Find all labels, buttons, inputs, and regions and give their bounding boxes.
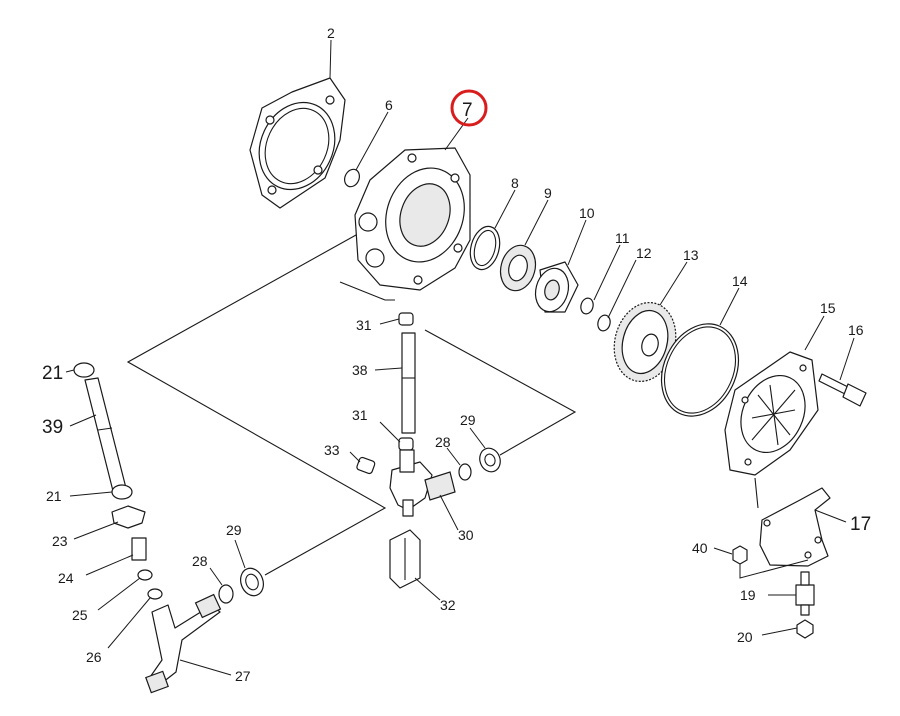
callout-8: 8 <box>511 175 519 191</box>
part-23-fitting <box>111 505 146 529</box>
part-8-oring <box>469 225 501 271</box>
callout-32: 32 <box>440 597 456 613</box>
callout-40: 40 <box>692 540 708 556</box>
callout-2: 2 <box>327 25 335 41</box>
callout-9: 9 <box>544 185 552 201</box>
part-17-bracket <box>759 487 831 567</box>
callout-21-upper: 21 <box>42 363 63 384</box>
part-26-washer <box>147 588 163 600</box>
part-31-upper-cap <box>398 312 414 326</box>
part-10-bearing <box>534 261 579 313</box>
part-2-gasket <box>249 77 346 209</box>
callout-11: 11 <box>615 230 630 246</box>
callout-31-upper: 31 <box>356 317 372 333</box>
callout-29-lower: 29 <box>226 522 242 538</box>
callout-13: 13 <box>683 247 699 263</box>
part-11-washer <box>580 297 594 315</box>
part-6-circlip <box>344 168 360 188</box>
part-7-housing <box>354 147 471 291</box>
part-28-upper-oring <box>458 463 472 481</box>
callout-33: 33 <box>324 442 340 458</box>
callout-labels: 2 6 7 8 9 10 11 12 13 14 15 16 17 19 20 … <box>42 25 871 684</box>
part-33-plug <box>356 456 376 475</box>
part-9-bearing <box>499 244 537 292</box>
callout-29-upper: 29 <box>460 412 476 428</box>
part-12-circlip <box>597 314 611 332</box>
part-25-washer <box>137 569 153 581</box>
part-24-nozzle <box>131 537 147 561</box>
part-20-nut <box>796 619 814 639</box>
part-28-lower-oring <box>218 584 234 604</box>
callout-17: 17 <box>850 514 871 535</box>
callout-6: 6 <box>385 97 393 113</box>
part-21-lower-cap <box>111 484 133 500</box>
part-30-tee <box>389 449 456 517</box>
assembly-lines <box>126 229 759 576</box>
callout-15: 15 <box>820 300 836 316</box>
callout-26: 26 <box>86 649 102 665</box>
callout-27: 27 <box>235 668 251 684</box>
callout-28-lower: 28 <box>192 553 208 569</box>
callout-38: 38 <box>352 362 368 378</box>
part-29-upper-nut <box>479 447 501 473</box>
callout-20: 20 <box>737 629 753 645</box>
callout-19: 19 <box>740 587 756 603</box>
callout-30: 30 <box>458 527 474 543</box>
callout-24: 24 <box>58 570 74 586</box>
callout-28-upper: 28 <box>435 434 451 450</box>
callout-39: 39 <box>42 417 63 438</box>
part-32-clamp <box>389 529 421 589</box>
callout-16: 16 <box>848 322 864 338</box>
callout-7: 7 <box>462 100 473 121</box>
part-38-pipe <box>401 332 416 434</box>
highlight-circle <box>450 89 488 127</box>
part-14-oring <box>660 323 740 417</box>
part-19-damper <box>795 571 815 616</box>
part-29-lower-nut <box>240 567 264 597</box>
part-21-upper-cap <box>73 362 95 378</box>
callout-10: 10 <box>579 205 595 221</box>
part-27-elbow <box>145 593 222 694</box>
callout-23: 23 <box>52 533 68 549</box>
part-15-cover <box>724 351 819 476</box>
callout-14: 14 <box>732 273 748 289</box>
callout-21-lower: 21 <box>46 488 62 504</box>
leader-lines <box>65 39 855 676</box>
part-16-bolt <box>818 373 867 407</box>
callout-31-lower: 31 <box>352 407 368 423</box>
part-31-lower-cap <box>398 437 414 451</box>
callout-25: 25 <box>72 607 88 623</box>
callout-12: 12 <box>636 245 652 261</box>
part-39-pipe <box>84 377 127 492</box>
part-40-nut <box>732 545 748 565</box>
